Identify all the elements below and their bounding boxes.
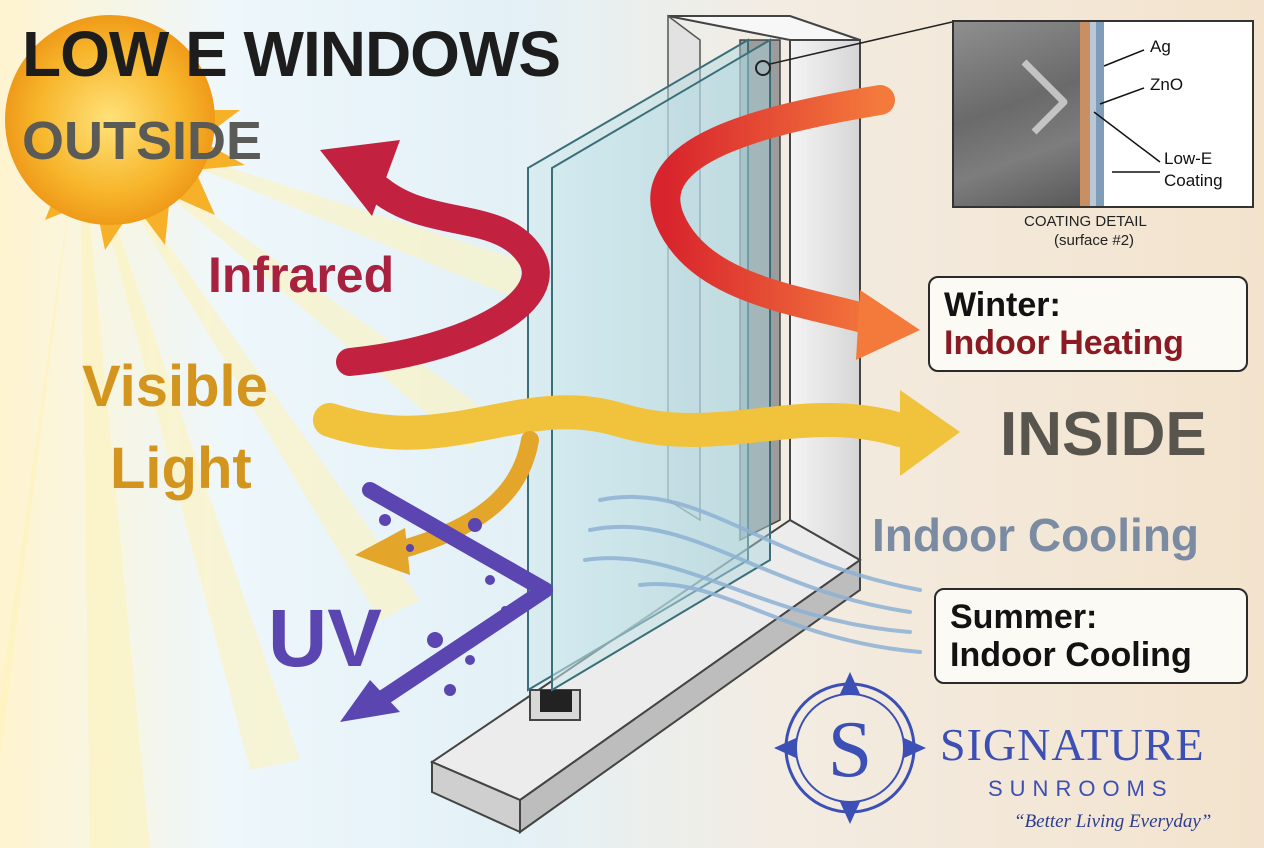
inside-label: INSIDE xyxy=(1000,400,1207,469)
brand-name-bottom: SUNROOMS xyxy=(988,776,1174,801)
sun-icon xyxy=(5,15,245,250)
summer-heading: Summer: xyxy=(950,598,1098,636)
winter-callout: Winter: Indoor Heating xyxy=(928,276,1248,373)
visible-light-label-line1: Visible xyxy=(82,354,268,419)
label-low-e-line2: Coating xyxy=(1164,171,1223,190)
label-low-e-line1: Low-E xyxy=(1164,149,1213,168)
visible-light-arrow xyxy=(313,390,960,575)
layer-zno xyxy=(1090,22,1096,206)
label-zno: ZnO xyxy=(1150,75,1184,94)
coating-detail-panel: Ag ZnO Low-E Coating xyxy=(952,20,1254,208)
indoor-cooling-label: Indoor Cooling xyxy=(872,509,1200,561)
infrared-label: Infrared xyxy=(208,247,395,303)
coating-caption-title: COATING DETAIL xyxy=(1024,213,1147,230)
coating-caption-subtitle: (surface #2) xyxy=(1054,232,1135,249)
brand-name-top: SIGNATURE xyxy=(940,719,1205,770)
summer-detail: Indoor Cooling xyxy=(950,636,1192,675)
brand-logo-icon: S xyxy=(774,672,926,824)
brand-logo-letter: S xyxy=(828,706,873,794)
visible-light-label-line2: Light xyxy=(110,436,252,501)
outside-label: OUTSIDE xyxy=(22,111,263,171)
indoor-heat-arrow xyxy=(650,85,920,360)
uv-label: UV xyxy=(268,593,382,684)
layer-ag xyxy=(1080,22,1090,206)
coating-microscope-image xyxy=(954,22,1080,206)
diagram-title: LOW E WINDOWS xyxy=(22,18,561,90)
uv-arrow xyxy=(340,482,553,722)
layer-low-e-coating xyxy=(1096,22,1104,206)
winter-heading: Winter: xyxy=(944,286,1061,324)
winter-detail: Indoor Heating xyxy=(944,324,1184,363)
label-ag: Ag xyxy=(1150,37,1171,56)
infrared-arrow xyxy=(320,140,550,376)
cooling-waves xyxy=(583,494,922,654)
summer-callout: Summer: Indoor Cooling xyxy=(934,588,1248,685)
coating-leader-lines xyxy=(1021,49,1161,173)
brand-tagline: “Better Living Everyday” xyxy=(1014,811,1212,832)
coating-pointer xyxy=(755,21,953,76)
